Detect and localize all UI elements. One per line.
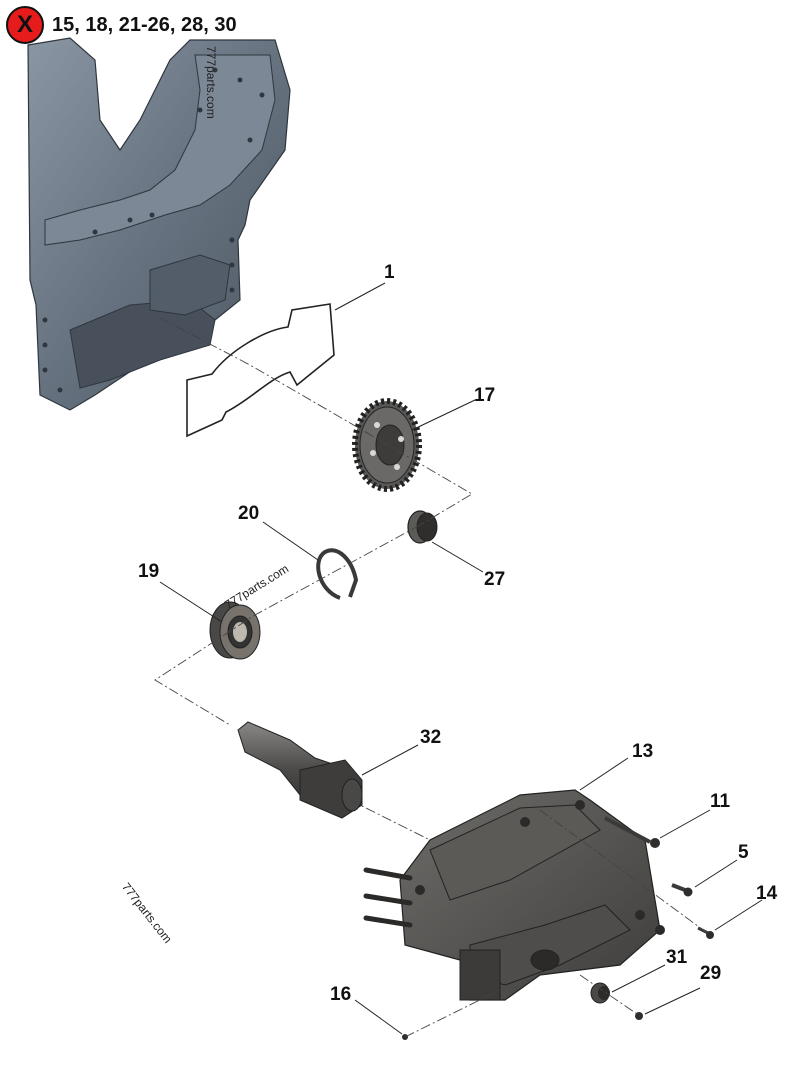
engine-housing [27, 37, 291, 411]
callout-13: 13 [632, 741, 654, 762]
pump-housing [363, 789, 665, 1001]
drive-shaft [237, 721, 363, 819]
bolt-short [671, 883, 693, 897]
callout-17: 17 [474, 385, 496, 406]
gasket [186, 303, 335, 438]
x-circle-icon: X [6, 6, 44, 44]
callout-32: 32 [420, 727, 442, 748]
excluded-parts-header: X 15, 18, 21-26, 28, 30 [6, 6, 237, 44]
gear [352, 398, 422, 492]
watermark-top: 777parts.com [204, 46, 218, 119]
snap-ring [316, 548, 359, 600]
callout-5: 5 [738, 842, 749, 863]
bushing [407, 510, 438, 544]
callout-31: 31 [666, 947, 688, 968]
callout-20: 20 [238, 503, 260, 524]
callout-16: 16 [330, 984, 352, 1005]
screw [697, 926, 714, 939]
callout-27: 27 [484, 569, 506, 590]
assembly-axis-lines [154, 317, 711, 1038]
plug [590, 982, 610, 1004]
excluded-parts-list: 15, 18, 21-26, 28, 30 [52, 13, 237, 36]
bolt-long [604, 816, 660, 848]
callout-11: 11 [710, 791, 731, 812]
callout-19: 19 [138, 561, 160, 582]
callout-29: 29 [700, 963, 722, 984]
small-plug [635, 1012, 643, 1020]
callout-14: 14 [756, 883, 778, 904]
leader-lines [159, 282, 763, 1035]
callout-1: 1 [384, 262, 395, 283]
bearing [209, 601, 261, 660]
